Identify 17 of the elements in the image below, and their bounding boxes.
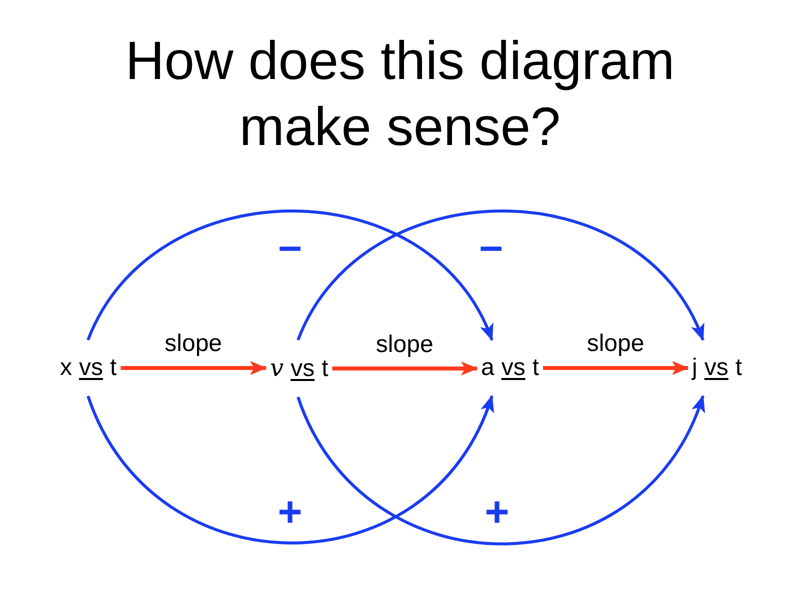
sign-label: – [478,229,504,263]
arrow [296,395,704,546]
variable-label: v vs t [268,340,330,397]
arrow [332,362,478,376]
variable-label: j vs t [690,340,744,396]
sign-label: – [277,229,303,263]
title: How does this diagram make sense? [124,30,676,159]
arrow [543,361,689,375]
arrow [120,361,267,375]
arrow [86,395,494,544]
sign-label: + [484,495,510,529]
arrow [86,210,494,341]
variable-label: x vs t [58,340,119,396]
edge-label: slope [584,331,646,357]
sign-label: + [276,495,304,529]
variable-label: a vs t [479,340,542,396]
edge-label: slope [374,332,436,358]
